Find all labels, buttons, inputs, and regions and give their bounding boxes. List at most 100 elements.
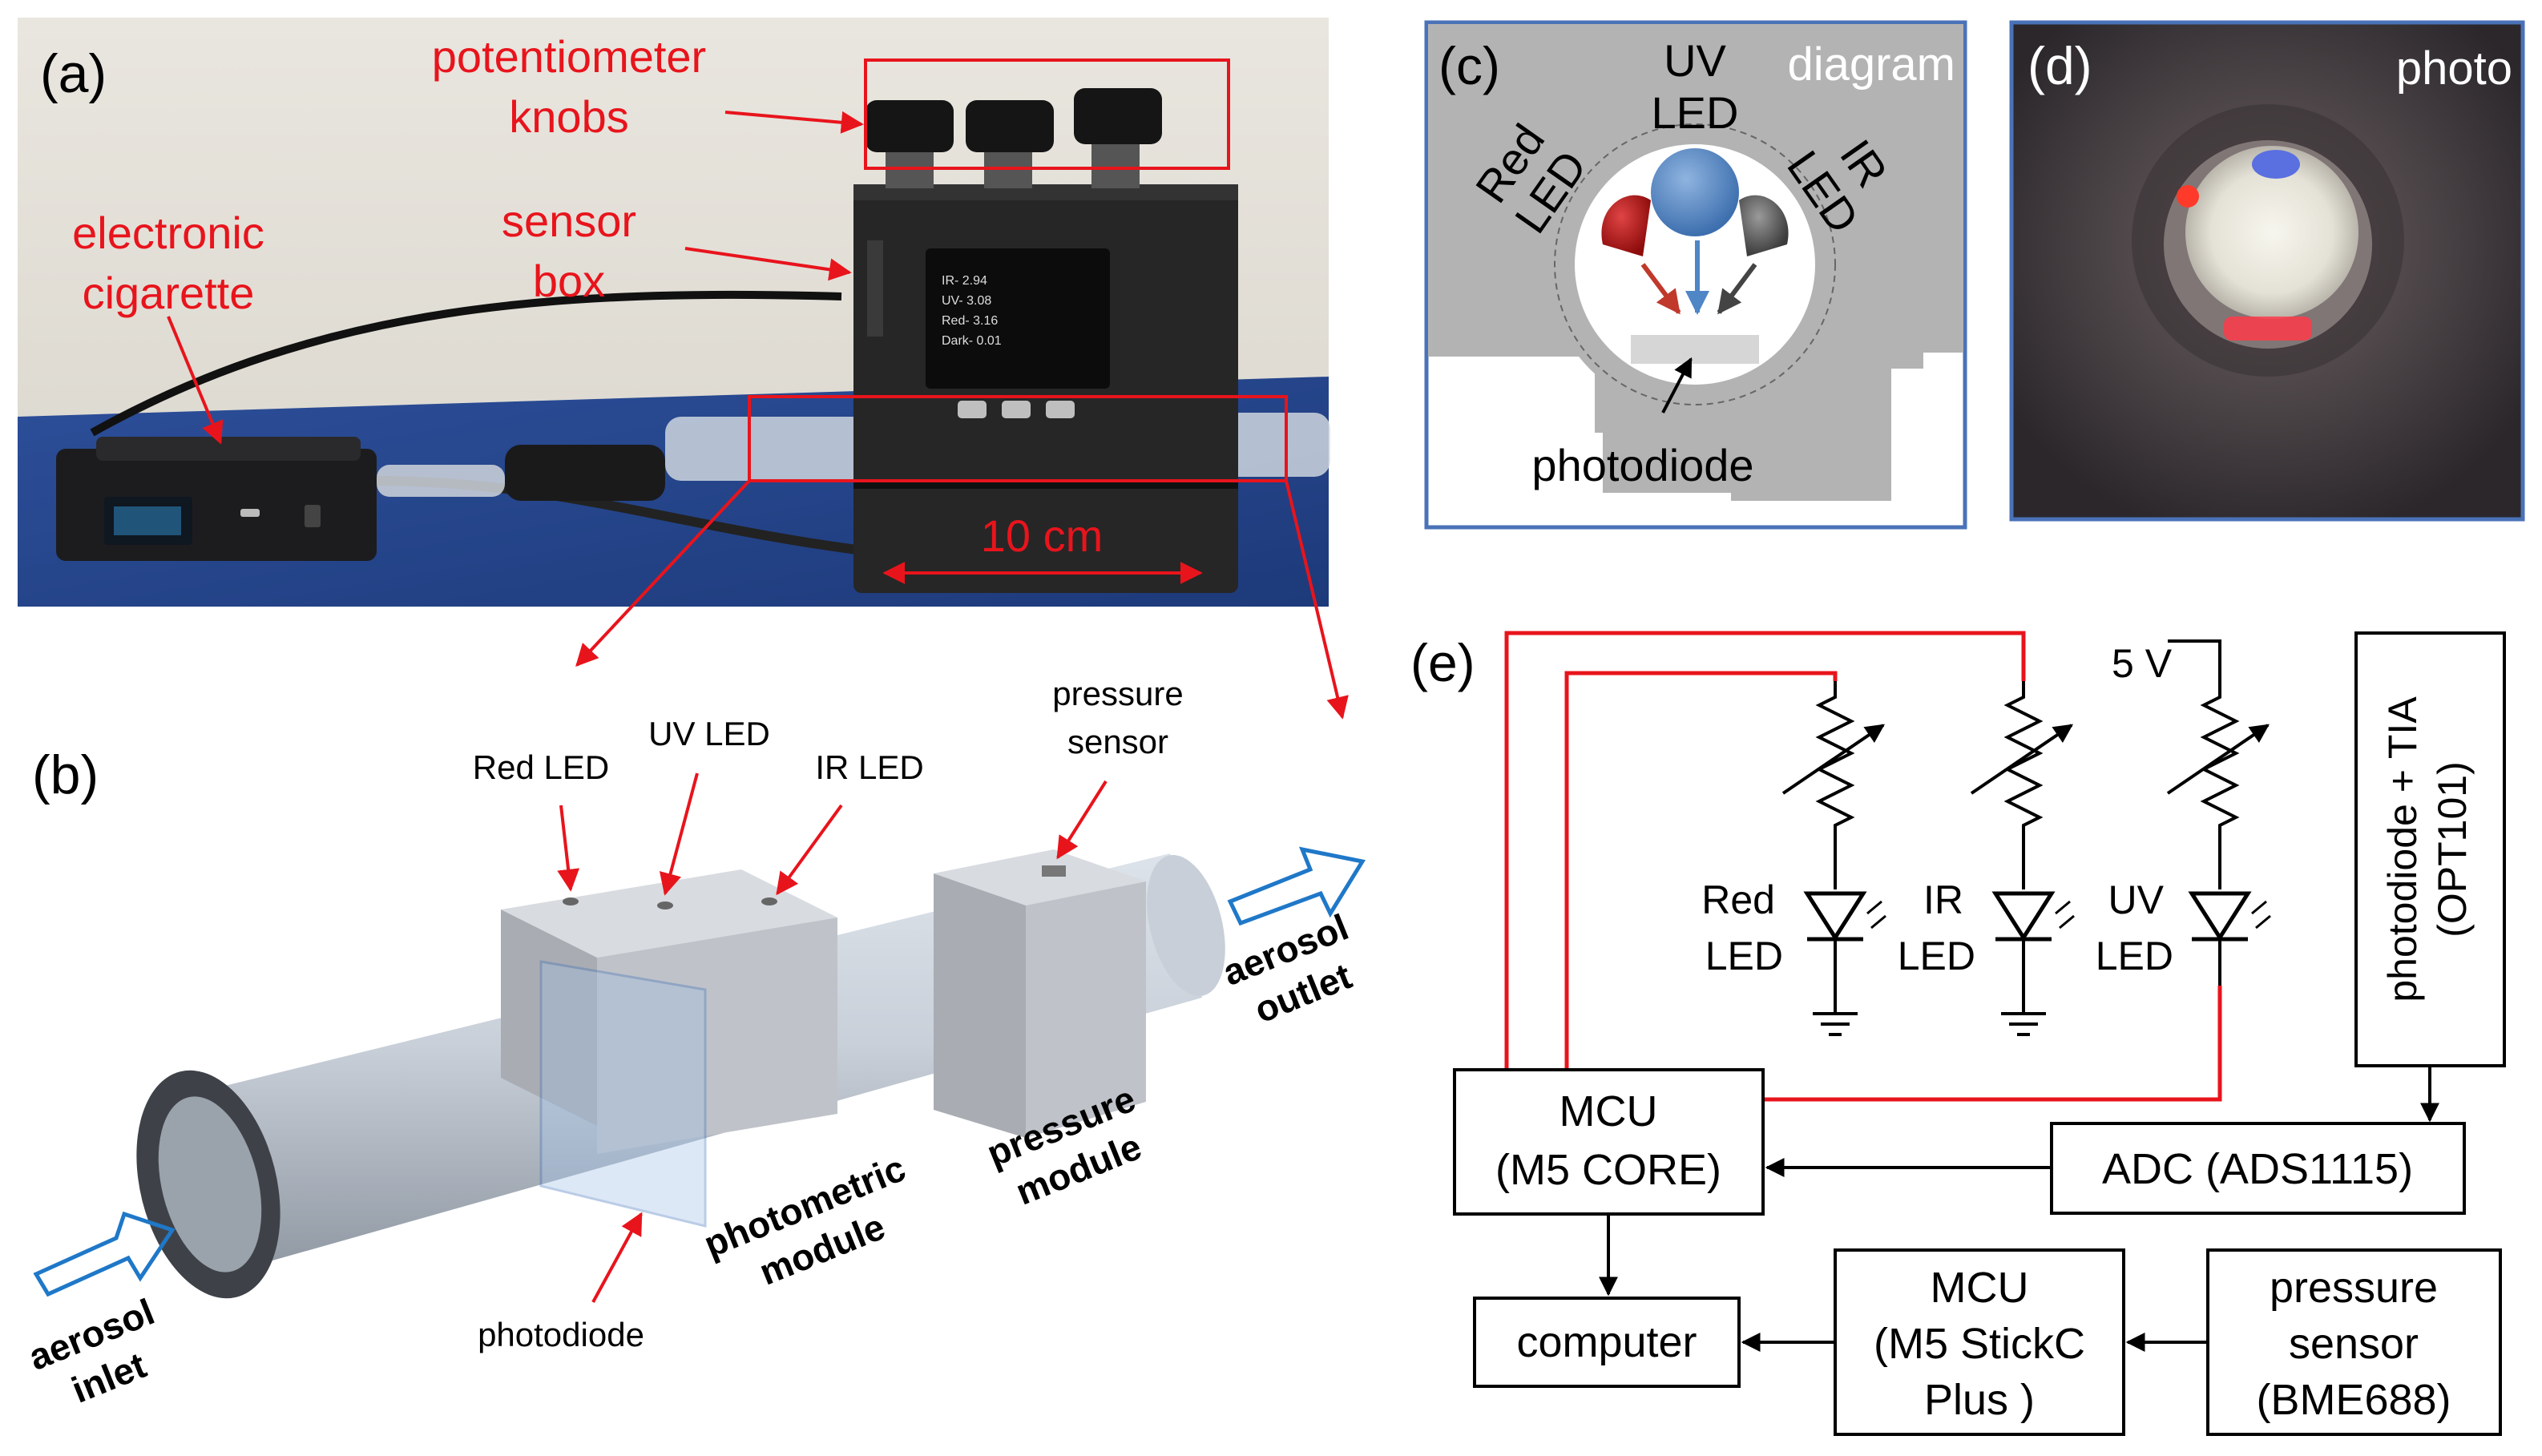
zoom-arrow-left	[575, 479, 751, 668]
computer-box	[1473, 1297, 1741, 1388]
adc-label: ADC (ADS1115)	[2102, 1145, 2413, 1193]
knobs-highlight-box	[864, 58, 1230, 170]
red-beam-arrow	[1640, 263, 1681, 315]
potentiometer-knobs	[865, 88, 1162, 188]
ir-led-ball	[1739, 195, 1789, 256]
panel-a: IR- 2.94 UV- 3.08 Red- 3.16 Dark- 0.01	[18, 18, 1349, 720]
tia-label-line2: (OPT101)	[2430, 761, 2475, 938]
pressure-sensor-label-line1: pressure	[1052, 675, 1183, 712]
tube-highlight-box	[748, 395, 1288, 482]
tube-segment	[377, 465, 505, 497]
knobs-arrow	[724, 111, 864, 134]
screen-line: Dark- 0.01	[942, 334, 1002, 348]
bore-light	[2185, 146, 2358, 319]
red-led-label-e-line1: Red	[1701, 877, 1775, 922]
tube-inlet-bore	[158, 1096, 262, 1272]
led-uv-symbol	[2188, 891, 2252, 942]
potentiometer-ir	[2003, 681, 2044, 889]
ir-beam-arrow	[1717, 263, 1757, 315]
box-label-line1: sensor	[502, 196, 636, 246]
uv-led-label: UV LED	[648, 715, 770, 752]
uv-led-label-line2: LED	[1652, 87, 1739, 138]
ir-led-label-e-line1: IR	[1923, 877, 1963, 922]
ir-channel	[1970, 681, 2075, 1036]
potentiometer-red	[1815, 681, 1855, 889]
connector	[505, 445, 665, 501]
mcu-stick-label-line3: Plus )	[1924, 1376, 2035, 1424]
pressure-sensor-label-line2: sensor	[1067, 723, 1168, 760]
panel-d-title: photo	[2396, 42, 2512, 95]
tia-label-line1: photodiode + TIA	[2380, 696, 2425, 1002]
box-label-line2: box	[533, 256, 605, 306]
electronic-cigarette	[56, 437, 377, 561]
uv-led-arrow	[659, 772, 699, 896]
ecig-label-line2: cigarette	[83, 268, 255, 318]
photodiode-plane	[539, 960, 707, 1228]
panel-c: (c) diagram UV LED Red LED IR LED photod…	[1424, 20, 1967, 530]
wire-uv-cathode	[1763, 986, 2222, 1102]
pressure-label-line2: sensor	[2289, 1320, 2419, 1368]
scale-label: 10 cm	[981, 510, 1104, 561]
panel-e: (e)	[1410, 631, 2506, 1436]
photodiode-glow	[2224, 317, 2312, 341]
uv-led-label-line1: UV	[1664, 35, 1726, 86]
photodiode-element	[1631, 335, 1759, 364]
device-button	[958, 401, 987, 418]
device-button	[1002, 401, 1031, 418]
computer-label: computer	[1516, 1318, 1697, 1366]
ir-led-arrow	[776, 804, 843, 896]
bore-dashed	[1554, 123, 1836, 405]
pot-wiper-red	[1781, 724, 1885, 795]
panel-tag-c: (c)	[1438, 36, 1500, 95]
panel-d: (d) photo	[2009, 20, 2525, 522]
outlet-flow-arrow	[1227, 846, 1366, 926]
pot-wiper-uv	[2166, 724, 2270, 795]
panel-tag-e: (e)	[1410, 633, 1475, 692]
ecig-label-line1: electronic	[72, 208, 264, 258]
red-led-label: Red LED	[473, 748, 609, 786]
uv-channel	[2166, 681, 2271, 986]
pressure-sensor-arrow	[1056, 780, 1108, 860]
tube-segment	[665, 417, 882, 481]
photodiode-label: photodiode	[478, 1316, 644, 1353]
screen-line: Red- 3.16	[942, 314, 998, 328]
ecig-arrow	[167, 316, 224, 445]
knobs-label-line2: knobs	[509, 91, 628, 142]
lcd-screen	[926, 248, 1110, 389]
tube-segment	[1218, 413, 1330, 477]
panel-tag-b: (b)	[32, 744, 99, 805]
mcu-stick-label-line1: MCU	[1931, 1264, 2029, 1312]
mcu-stick-label-line2: (M5 StickC	[1874, 1320, 2085, 1368]
red-led-glow	[2177, 185, 2199, 208]
photodiode-pointer	[1661, 357, 1693, 413]
uv-led-label-e-line1: UV	[2108, 877, 2165, 922]
tia-box	[2354, 631, 2506, 1067]
photodiode-arrow	[591, 1212, 643, 1303]
box-arrow	[684, 247, 852, 281]
red-led-arrow	[557, 805, 580, 892]
ir-led-label-e-line2: LED	[1898, 934, 1975, 978]
cable	[90, 290, 842, 437]
wire-red-supply	[1564, 671, 1838, 1070]
uv-led-ball	[1651, 148, 1739, 236]
red-channel	[1781, 681, 1886, 1036]
wire-5v	[2168, 639, 2221, 681]
device-button	[1046, 401, 1075, 418]
pressure-module-block	[934, 849, 1146, 1138]
mcu-core-label-line1: MCU	[1559, 1087, 1658, 1135]
wire-ir-supply	[1504, 631, 2026, 1070]
mcu-core-box	[1453, 1068, 1765, 1216]
panel-b: (b) Red LED	[22, 675, 1366, 1411]
panel-tag-d: (d)	[2028, 36, 2092, 95]
pressure-label-line1: pressure	[2270, 1264, 2438, 1312]
pot-wiper-ir	[1970, 724, 2073, 795]
tube-outlet-end	[1147, 854, 1225, 997]
photometric-module-block	[501, 869, 837, 1228]
mcu-core-label-line2: (M5 CORE)	[1495, 1146, 1721, 1194]
panel-c-title: diagram	[1787, 38, 1955, 91]
sensor-box: IR- 2.94 UV- 3.08 Red- 3.16 Dark- 0.01	[853, 184, 1238, 593]
adc-box	[2050, 1122, 2466, 1215]
panel-tag-a: (a)	[40, 43, 107, 104]
pressure-label-line3: (BME688)	[2256, 1376, 2451, 1424]
